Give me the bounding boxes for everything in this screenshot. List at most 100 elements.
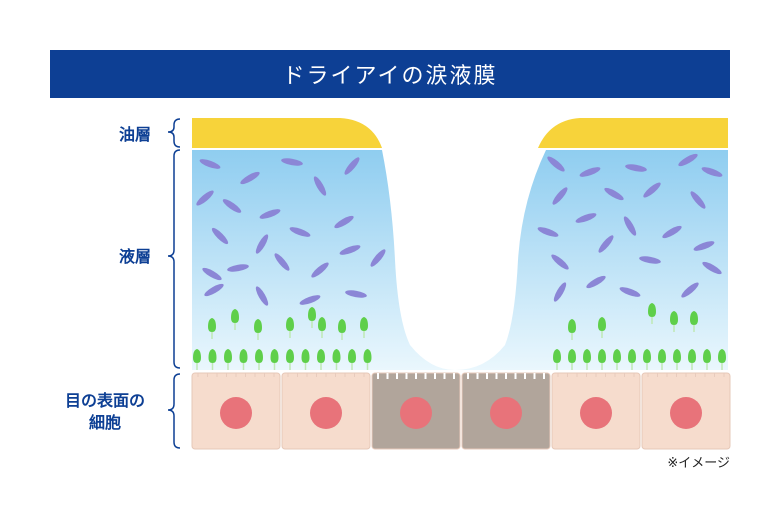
liquid-layer-bracket xyxy=(167,149,181,369)
mucin-leaf xyxy=(693,241,715,251)
goblet-bulb xyxy=(643,349,651,370)
mucin-leaf xyxy=(575,213,597,223)
mucin-particles xyxy=(196,153,723,306)
mucin-leaf xyxy=(255,234,269,254)
mucin-leaf xyxy=(313,176,327,196)
oil-layer-bracket xyxy=(167,118,181,148)
goblet-bulb xyxy=(673,349,681,370)
mucin-leaf xyxy=(604,187,624,201)
cell-nucleus xyxy=(490,397,522,429)
goblet-bulb xyxy=(254,319,262,340)
mucin-leaf xyxy=(586,275,606,289)
mucin-leaf xyxy=(662,225,682,239)
goblet-bulb xyxy=(224,349,232,370)
goblet-bulb xyxy=(231,309,239,330)
mucin-leaf xyxy=(678,153,698,167)
mucin-leaf xyxy=(625,164,647,172)
mucin-leaf xyxy=(702,261,722,275)
mucin-leaf xyxy=(547,156,565,172)
mucin-leaf xyxy=(623,216,637,236)
cell-nucleus xyxy=(220,397,252,429)
goblet-bulb xyxy=(208,318,216,339)
mucin-leaf xyxy=(196,190,214,206)
mucin-leaf xyxy=(227,264,249,272)
mucin-leaf xyxy=(211,227,229,245)
goblet-bulb xyxy=(239,349,248,370)
goblet-bulb xyxy=(690,311,698,332)
mucin-leaf xyxy=(199,159,221,169)
goblet-bulb xyxy=(270,349,279,370)
mucin-leaf xyxy=(551,254,569,270)
goblet-bulb xyxy=(286,349,294,370)
goblet-bulb xyxy=(301,349,310,370)
surface-cells-label-line1: 目の表面の xyxy=(64,391,145,410)
goblet-bulb xyxy=(348,349,356,370)
mucin-leaf xyxy=(639,256,661,264)
goblet-bulb xyxy=(670,311,678,332)
mucin-leaf xyxy=(289,227,311,237)
goblet-bulbs xyxy=(193,303,726,370)
goblet-bulb xyxy=(688,349,696,370)
surface-cells xyxy=(191,372,731,450)
goblet-bulb xyxy=(360,317,368,338)
surface-cells-bracket xyxy=(167,373,181,449)
liquid-layer-left xyxy=(192,150,455,370)
healthy-cell xyxy=(641,372,731,450)
goblet-bulb xyxy=(286,317,294,338)
goblet-bulb xyxy=(255,349,263,370)
mucin-leaf xyxy=(222,199,242,213)
damaged-cell xyxy=(461,372,551,450)
image-note: ※イメージ xyxy=(667,456,730,471)
mucin-leaf xyxy=(598,235,614,253)
damaged-cell xyxy=(371,372,461,450)
goblet-bulb xyxy=(363,349,372,370)
goblet-bulb xyxy=(648,303,656,324)
goblet-bulb xyxy=(568,349,576,370)
oil-layer-label: 油層 xyxy=(118,125,151,144)
goblet-bulb xyxy=(338,319,346,340)
liquid-layer-label: 液層 xyxy=(118,247,151,266)
goblet-bulb xyxy=(193,349,201,370)
goblet-bulb xyxy=(658,349,666,370)
mucin-leaf xyxy=(299,295,321,305)
mucin-leaf xyxy=(690,191,706,209)
diagram-title: ドライアイの涙液膜 xyxy=(282,64,498,89)
mucin-leaf xyxy=(552,187,568,205)
oil-layer-right xyxy=(538,118,728,148)
goblet-bulb xyxy=(317,349,325,370)
cell-nucleus xyxy=(310,397,342,429)
cell-nucleus xyxy=(580,397,612,429)
mucin-leaf xyxy=(701,167,723,177)
goblet-bulb xyxy=(553,349,561,370)
mucin-leaf xyxy=(370,249,386,267)
surface-cells-label: 目の表面の 細胞 xyxy=(50,390,160,434)
mucin-leaf xyxy=(537,227,559,237)
goblet-bulb xyxy=(628,349,636,370)
goblet-bulb xyxy=(318,317,326,338)
healthy-cell xyxy=(191,372,281,450)
mucin-leaf xyxy=(345,290,367,298)
goblet-bulb xyxy=(208,349,217,370)
healthy-cell xyxy=(551,372,641,450)
goblet-bulb xyxy=(703,349,711,370)
goblet-bulb xyxy=(598,349,606,370)
mucin-leaf xyxy=(334,215,354,229)
mucin-leaf xyxy=(643,182,661,198)
mucin-leaf xyxy=(344,157,360,175)
mucin-leaf xyxy=(281,158,303,166)
cell-nucleus xyxy=(670,397,702,429)
mucin-leaf xyxy=(339,245,361,255)
goblet-bulb xyxy=(583,349,591,370)
mucin-leaf xyxy=(204,283,224,297)
oil-layer-left xyxy=(192,118,382,148)
mucin-leaf xyxy=(259,209,281,219)
mucin-leaf xyxy=(311,262,329,278)
mucin-leaf xyxy=(619,287,641,297)
goblet-bulb xyxy=(568,319,576,340)
mucin-leaf xyxy=(274,253,290,271)
cell-nucleus xyxy=(400,397,432,429)
mucin-leaf xyxy=(240,171,260,185)
goblet-bulb xyxy=(308,307,316,328)
mucin-leaf xyxy=(681,282,699,298)
